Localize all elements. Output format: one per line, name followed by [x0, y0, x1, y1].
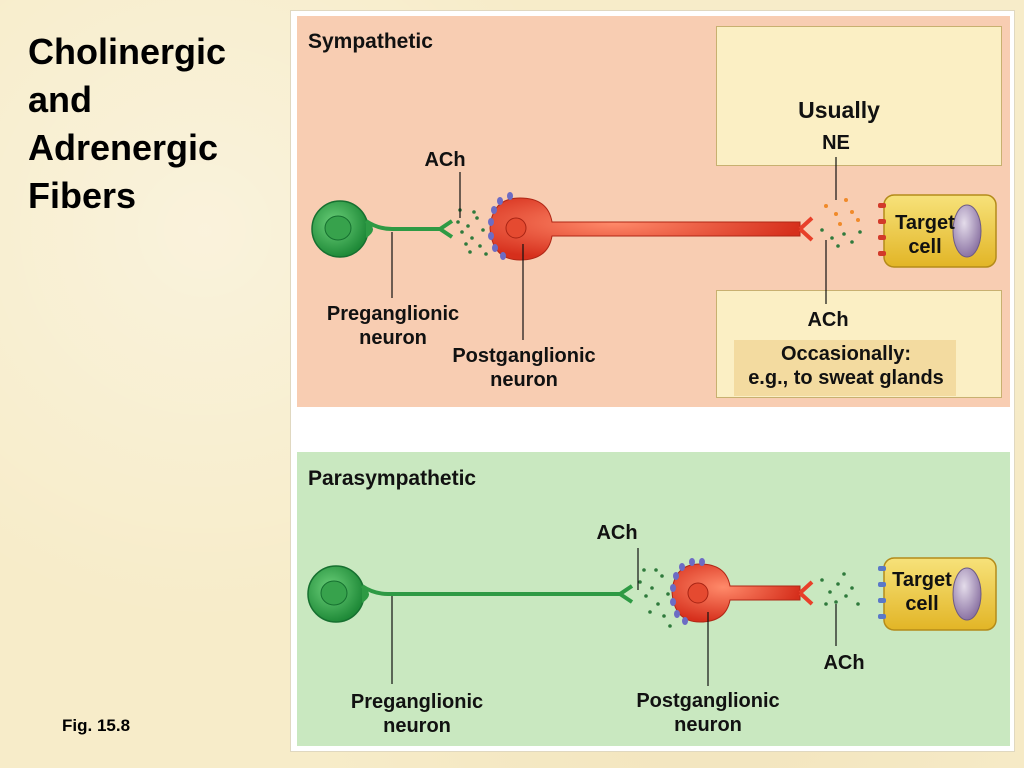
para-preganglionic-neuron [307, 565, 634, 623]
symp-pre-line-2: neuron [359, 327, 427, 349]
symp-target-line-2: cell [908, 236, 942, 258]
symp-preganglionic-neuron [311, 200, 454, 258]
title-line-2: and [28, 79, 93, 120]
symp-target-cell [878, 194, 997, 268]
sympathetic-title: Sympathetic [308, 30, 433, 53]
symp-ach-vesicles-1 [456, 208, 488, 256]
figure-label: Fig. 15.8 [62, 716, 131, 735]
para-ach-top-label: ACh [596, 522, 638, 544]
symp-post-line-2: neuron [490, 369, 558, 391]
symp-ach-bottom-label: ACh [807, 309, 849, 331]
para-leader-lines [391, 548, 837, 686]
para-postganglionic-neuron [670, 558, 814, 625]
symp-post-line-1: Postganglionic [452, 345, 596, 367]
symp-ach-top-label: ACh [424, 149, 466, 171]
para-ach-bottom-label: ACh [823, 652, 865, 674]
para-target-cell [878, 557, 997, 631]
occasionally-line-2: e.g., to sweat glands [748, 367, 944, 389]
parasympathetic-title: Parasympathetic [308, 467, 477, 490]
para-post-line-1: Postganglionic [636, 690, 780, 712]
para-target-line-2: cell [905, 593, 939, 615]
ne-label: NE [822, 132, 850, 154]
para-ach-vesicles-1 [638, 568, 672, 628]
para-preganglionic-label: Preganglionic neuron [334, 690, 500, 738]
para-postganglionic-label: Postganglionic neuron [622, 689, 794, 737]
title-line-4: Fibers [28, 175, 137, 216]
para-ach-vesicles-2 [820, 572, 860, 606]
symp-target-line-1: Target [895, 212, 955, 234]
symp-leader-lines [391, 157, 837, 340]
para-target-line-1: Target [892, 569, 952, 591]
para-pre-line-1: Preganglionic [350, 691, 484, 713]
symp-postganglionic-neuron [488, 192, 814, 261]
symp-pre-line-1: Preganglionic [326, 303, 460, 325]
occasionally-label: Occasionally: e.g., to sweat glands [737, 342, 955, 390]
usually-ne-box [716, 26, 1002, 166]
para-target-cell-label: Target cell [883, 568, 961, 616]
symp-ne-vesicles [820, 198, 862, 248]
occasionally-highlight [734, 340, 956, 396]
occasionally-line-1: Occasionally: [780, 343, 912, 365]
title-line-3: Adrenergic [28, 127, 219, 168]
title-line-1: Cholinergic [28, 31, 227, 72]
para-pre-line-2: neuron [383, 715, 451, 737]
slide-title: Cholinergic and Adrenergic Fibers [28, 28, 268, 220]
symp-target-cell-label: Target cell [886, 211, 964, 259]
symp-preganglionic-label: Preganglionic neuron [310, 302, 476, 350]
para-post-line-2: neuron [674, 714, 742, 736]
symp-postganglionic-label: Postganglionic neuron [438, 344, 610, 392]
usually-label: Usually [798, 97, 880, 123]
